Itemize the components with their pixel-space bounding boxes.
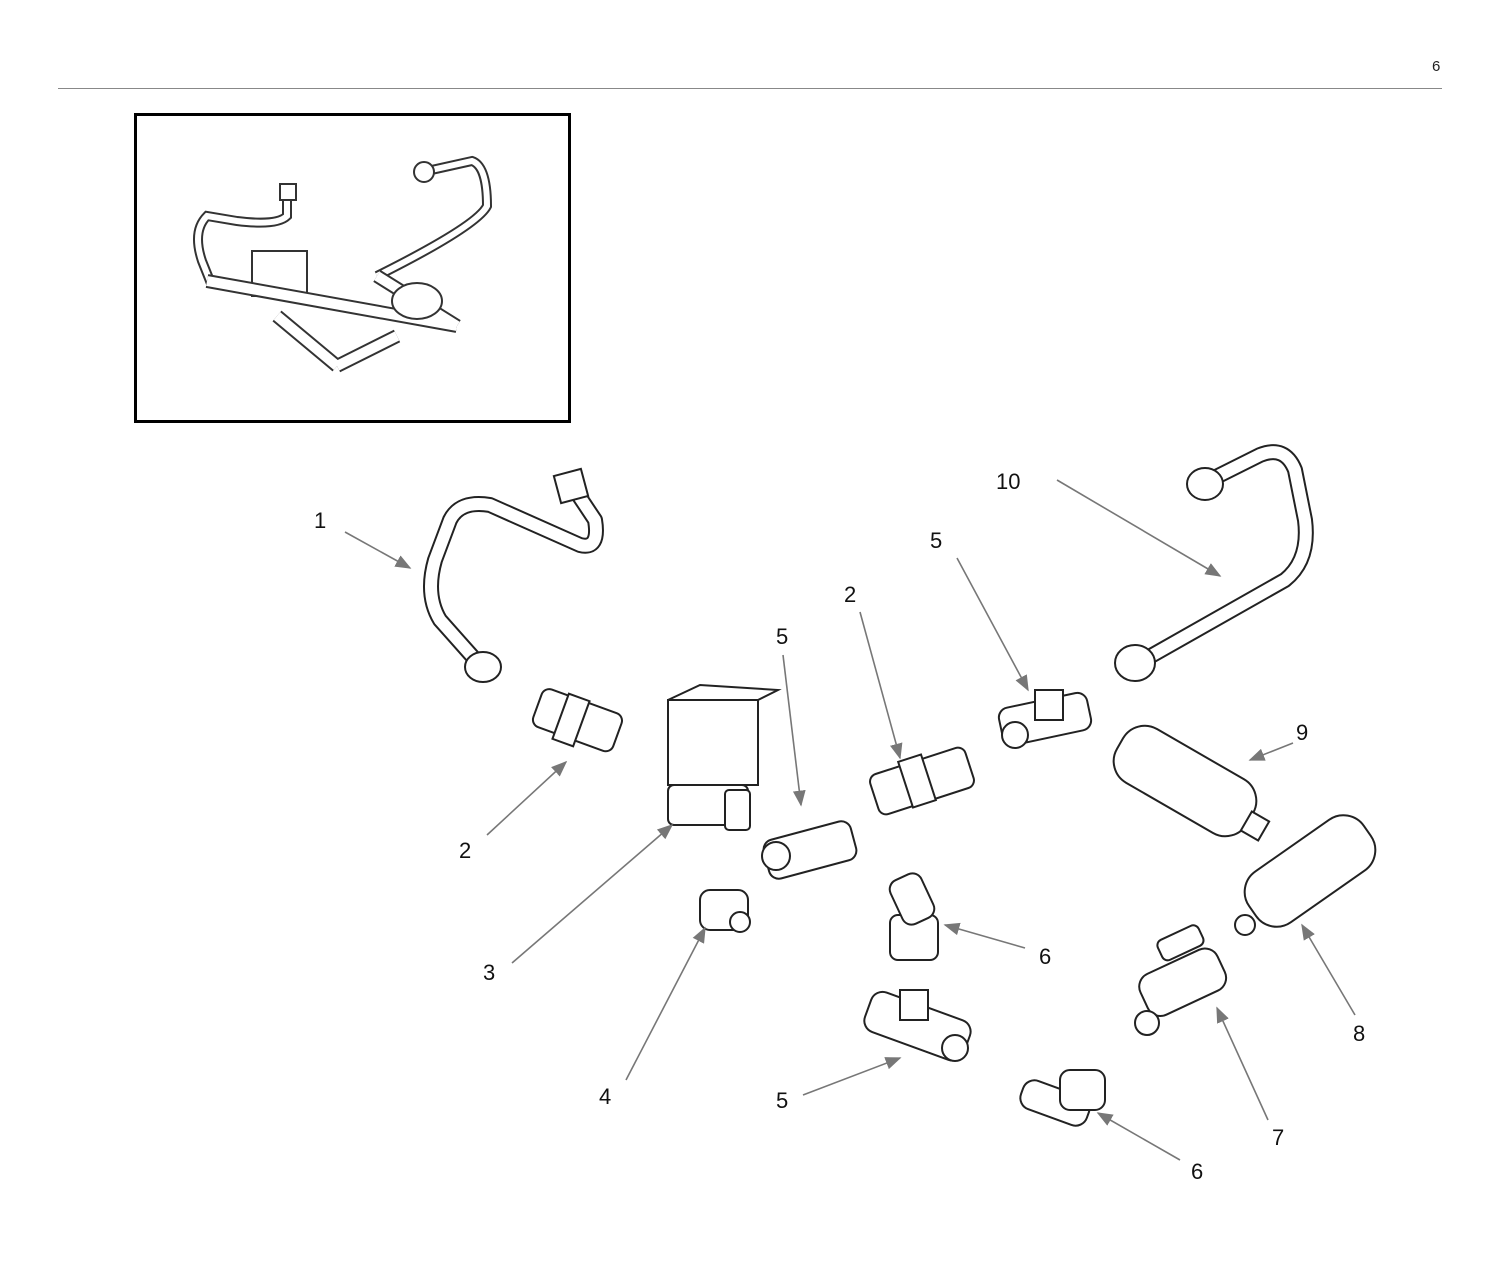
callout-6-lower: 6 xyxy=(1191,1159,1203,1184)
callout-arrows xyxy=(344,479,1356,1161)
callout-7: 7 xyxy=(1272,1125,1284,1150)
callout-2-left: 2 xyxy=(459,838,471,863)
callout-9: 9 xyxy=(1296,720,1308,745)
part-6-elbow-lower xyxy=(1019,1069,1106,1127)
callout-4: 4 xyxy=(599,1084,611,1109)
callout-8: 8 xyxy=(1353,1021,1365,1046)
page-number: 6 xyxy=(1432,58,1441,75)
assembled-view-drawing xyxy=(193,155,493,373)
callout-3: 3 xyxy=(483,960,495,985)
callout-5-lower: 5 xyxy=(776,1088,788,1113)
part-5-tee-center xyxy=(761,820,858,880)
part-9-valve-body xyxy=(1112,724,1271,842)
part-2-fitting-left xyxy=(531,688,623,753)
callout-1: 1 xyxy=(314,508,326,533)
part-8-valve-body xyxy=(1234,814,1377,936)
callout-6-upper: 6 xyxy=(1039,944,1051,969)
part-1-tube xyxy=(423,467,604,683)
part-5-tee-top xyxy=(997,689,1093,749)
part-6-elbow-upper xyxy=(888,872,939,961)
callout-2-center: 2 xyxy=(844,582,856,607)
part-10-tube xyxy=(1114,444,1314,682)
part-7-ball-valve xyxy=(1134,924,1228,1036)
header-rule xyxy=(58,88,1442,89)
part-4-elbow-fitting xyxy=(699,889,751,933)
callout-5-top: 5 xyxy=(930,528,942,553)
assembly-overview-inset xyxy=(134,113,571,423)
part-5-tee-lower xyxy=(863,989,972,1062)
part-3-solenoid-valve xyxy=(667,683,782,831)
part-2-fitting-center xyxy=(869,746,975,816)
callout-5-center: 5 xyxy=(776,624,788,649)
callout-10: 10 xyxy=(996,469,1020,494)
